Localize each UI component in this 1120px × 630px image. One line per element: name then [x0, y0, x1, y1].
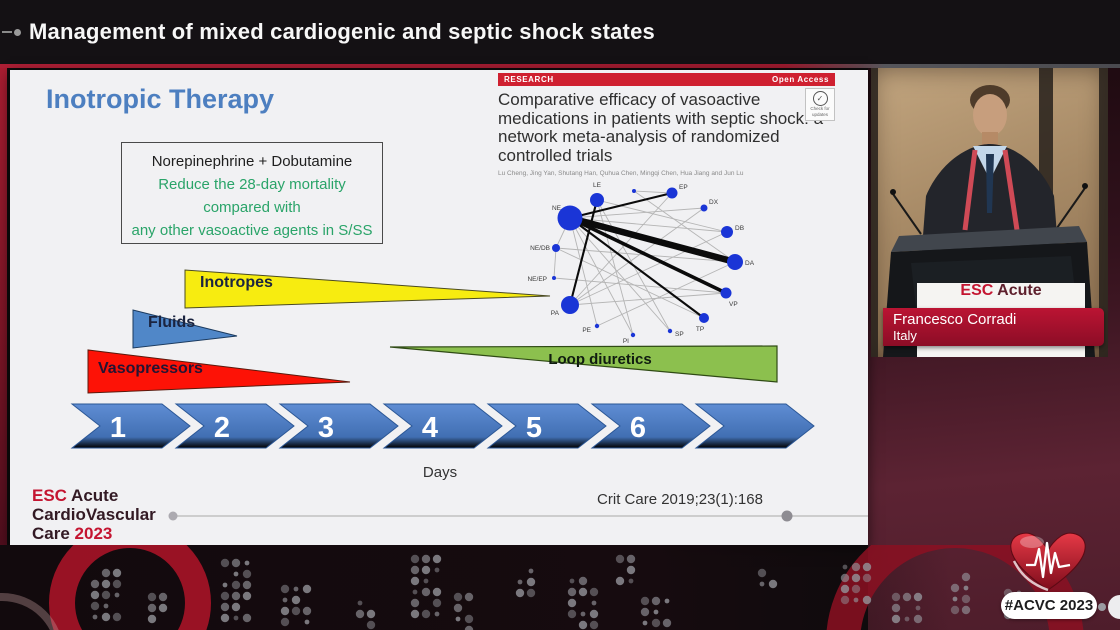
bullet-dash [2, 31, 12, 33]
node-label-VP: VP [729, 301, 738, 308]
fluids-wedge [132, 309, 238, 349]
highlight-box: Norepinephrine + Dobutamine Reduce the 2… [121, 142, 383, 244]
logo-year: 2023 [74, 524, 113, 543]
highlight-line-3: compared with [203, 199, 301, 216]
timeline-chevrons [70, 403, 815, 449]
timeline-step-2: 2 [214, 412, 230, 444]
citation: Crit Care 2019;23(1):168 [597, 491, 763, 508]
podium-esc-label: ESC Acute [917, 282, 1085, 300]
vasopressors-wedge [87, 349, 351, 394]
highlight-line-2: Reduce the 28-day mortality [158, 176, 346, 193]
check-for-updates-badge: ✓ Check for updates [805, 88, 835, 121]
check-badge-text1: Check for [810, 106, 830, 111]
vasopressors-label: Vasopressors [98, 360, 203, 377]
ecg-trace-icon [1026, 541, 1071, 579]
header-divider [0, 64, 1120, 68]
speaker-name: Francesco Corradi [893, 311, 1017, 328]
slide-title: Inotropic Therapy [46, 84, 275, 114]
slide-progress-line [168, 510, 868, 522]
check-badge-text2: updates [811, 111, 828, 117]
node-label-DB: DB [735, 225, 744, 232]
check-updates-icon: ✓ [812, 91, 828, 106]
timeline-step-5: 5 [526, 412, 542, 444]
left-accent-strip [0, 68, 7, 545]
timeline-step-3: 3 [318, 412, 334, 444]
inotropes-label: Inotropes [200, 274, 273, 291]
timeline-axis-label: Days [422, 464, 458, 481]
network-nodes [552, 187, 743, 338]
acvc-heart-logo [1010, 532, 1086, 592]
podium-acute: Acute [993, 282, 1042, 299]
node-label-PE: PE [582, 327, 591, 334]
speaker-country: Italy [893, 328, 917, 343]
timeline-numbers: 1 2 3 4 5 6 [110, 412, 646, 444]
node-label-DX: DX [709, 199, 719, 206]
network-edges-strong [568, 191, 736, 319]
paper-title: Comparative efficacy of vasoactive medic… [498, 90, 824, 165]
wall-post [1099, 68, 1108, 357]
paper-authors: Lu Cheng, Jing Yan, Shutang Han, Quhua C… [498, 170, 744, 177]
wall-post [871, 68, 878, 357]
highlight-line-4: any other vasoactive agents in S/SS [131, 222, 373, 239]
esc-acvc-logo: ESC Acute CardioVascular Care 2023 [32, 486, 156, 543]
loop-diuretics-wedge [389, 345, 778, 383]
speaker-name-banner: Francesco Corradi Italy [883, 308, 1104, 346]
node-label-PI: PI [623, 338, 629, 345]
page-title: Management of mixed cardiogenic and sept… [29, 19, 655, 44]
node-label-NE: NE [552, 205, 562, 212]
podium-esc: ESC [960, 282, 994, 299]
timeline-step-1: 1 [110, 412, 126, 444]
band-decor-graphics [0, 545, 1084, 630]
paper-header-bar: RESEARCH Open Access [498, 73, 835, 86]
header-bar: Management of mixed cardiogenic and sept… [0, 0, 1120, 64]
logo-acute: Acute [66, 486, 119, 505]
logo-care: Care [32, 524, 75, 543]
node-label-NEEP: NE/EP [527, 276, 547, 283]
inotropes-wedge [184, 269, 551, 309]
open-access-label: Open Access [772, 75, 829, 84]
timeline-step-4: 4 [422, 412, 438, 444]
slide-graphics: NE LE EP DX DB DA VP TP SP PI PE PA NE/D… [70, 182, 868, 522]
node-label-NEDB: NE/DB [530, 245, 550, 252]
logo-esc: ESC [32, 486, 67, 505]
research-label: RESEARCH [504, 75, 554, 84]
node-label-LE: LE [593, 182, 602, 189]
timeline-step-6: 6 [630, 412, 646, 444]
slide-area: Inotropic Therapy Norepinephrine + Dobut… [10, 70, 868, 545]
node-label-DA: DA [745, 260, 755, 267]
fluids-label: Fluids [148, 314, 196, 331]
node-label-TP: TP [696, 326, 704, 333]
bullet-icon [14, 28, 21, 36]
highlight-line-1: Norepinephrine + Dobutamine [151, 153, 353, 170]
logo-cardiovascular: CardioVascular [32, 505, 156, 524]
hashtag-badge: #ACVC 2023 [1001, 592, 1097, 619]
edge-partial-badge [1108, 595, 1120, 619]
loop-diuretics-label: Loop diuretics [548, 351, 652, 368]
node-label-SP: SP [675, 331, 684, 338]
network-labels: NE LE EP DX DB DA VP TP SP PI PE PA NE/D… [527, 182, 754, 345]
node-label-PA: PA [551, 310, 560, 317]
small-gray-dot [1098, 603, 1106, 611]
node-label-EP: EP [679, 184, 688, 191]
